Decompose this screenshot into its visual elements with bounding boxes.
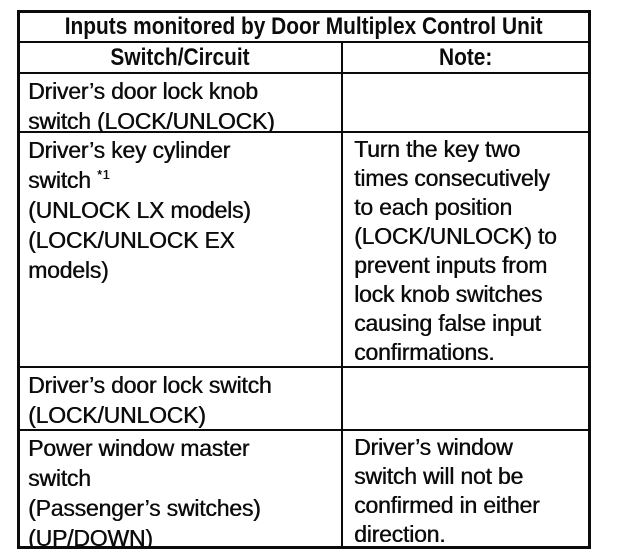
note-cell: Driver’s window switch will not be confi…: [343, 431, 588, 546]
table-header-row: Switch/Circuit Note:: [20, 43, 588, 74]
table-row: Driver’s key cylinder switch *1 (UNLOCK …: [20, 133, 588, 368]
column-header-note: Note:: [343, 43, 588, 72]
note-cell: [343, 368, 588, 429]
note-text: Turn the key two times consecutively to …: [354, 136, 557, 365]
table-title: Inputs monitored by Door Multiplex Contr…: [20, 13, 588, 43]
switch-text: (UNLOCK LX models) (LOCK/UNLOCK EX model…: [28, 197, 251, 283]
table-row: Driver’s door lock switch (LOCK/UNLOCK): [20, 368, 588, 431]
switch-cell: Power window master switch (Passenger’s …: [20, 431, 343, 546]
column-header-switch: Switch/Circuit: [20, 43, 343, 72]
footnote-superscript: *1: [96, 167, 111, 182]
note-cell: Turn the key two times consecutively to …: [343, 133, 588, 366]
table-title-text: Inputs monitored by Door Multiplex Contr…: [65, 13, 543, 40]
switch-text: Power window master switch (Passenger’s …: [28, 435, 261, 546]
note-cell: [343, 74, 588, 131]
switch-cell: Driver’s door lock switch (LOCK/UNLOCK): [20, 368, 343, 429]
note-text: Driver’s window switch will not be confi…: [354, 434, 540, 546]
switch-column-header-label: Switch/Circuit: [110, 43, 251, 71]
inputs-table: Inputs monitored by Door Multiplex Contr…: [17, 10, 591, 549]
switch-text: Driver’s door lock knob switch (LOCK/UNL…: [28, 78, 275, 133]
note-column-header-label: Note:: [438, 43, 493, 71]
switch-text: Driver’s door lock switch (LOCK/UNLOCK): [28, 372, 272, 428]
switch-cell: Driver’s door lock knob switch (LOCK/UNL…: [20, 74, 343, 131]
table-row: Power window master switch (Passenger’s …: [20, 431, 588, 546]
switch-text: Driver’s key cylinder switch: [28, 137, 231, 193]
switch-cell: Driver’s key cylinder switch *1 (UNLOCK …: [20, 133, 343, 366]
table-row: Driver’s door lock knob switch (LOCK/UNL…: [20, 74, 588, 133]
